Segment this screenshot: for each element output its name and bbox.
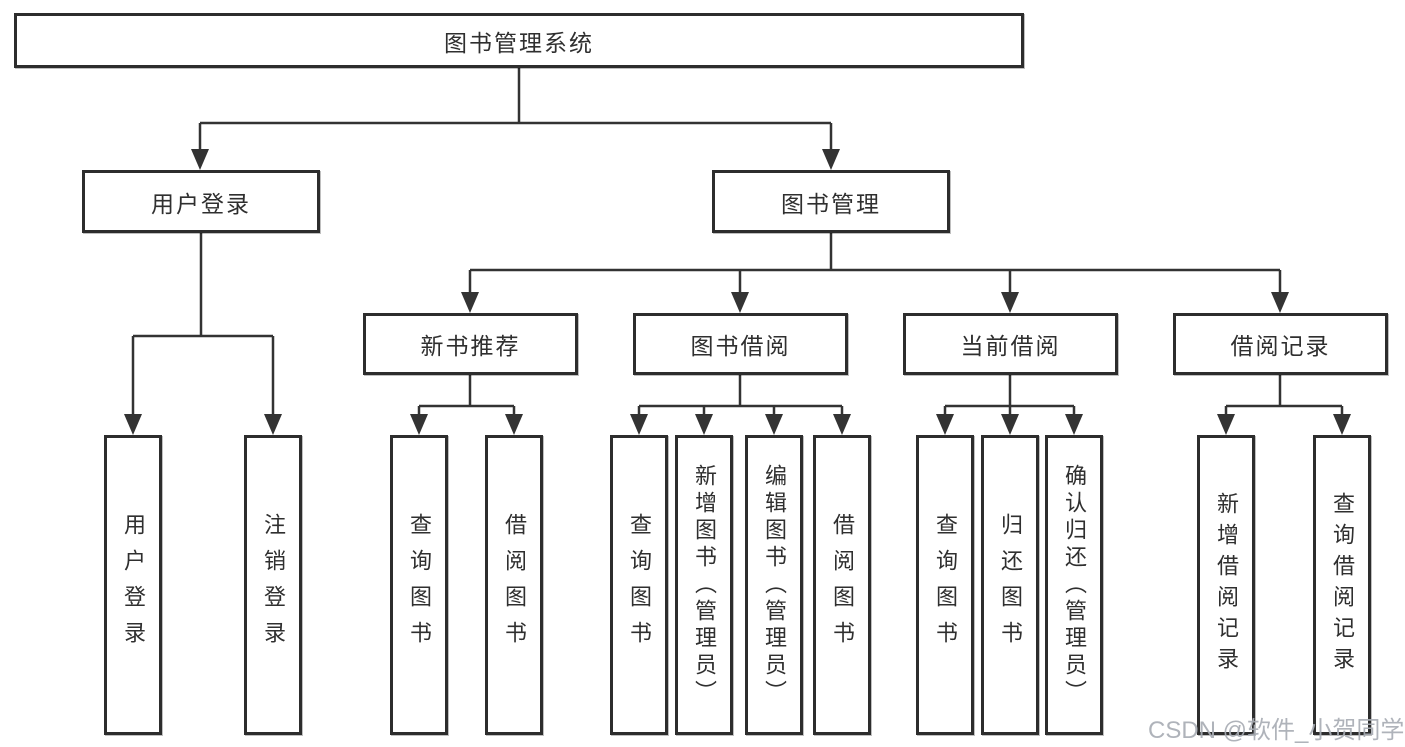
leaf-query-books-1: 查询图书 (390, 435, 448, 735)
watermark: CSDN @软件_小贺同学 (1148, 717, 1405, 744)
node-user-login: 用户登录 (82, 170, 320, 233)
node-borrow-records: 借阅记录 (1173, 313, 1388, 375)
leaf-borrow-books-2: 借阅图书 (813, 435, 871, 735)
leaf-logout: 注销登录 (244, 435, 302, 735)
node-root: 图书管理系统 (14, 13, 1024, 68)
leaf-query-books-2: 查询图书 (610, 435, 668, 735)
leaf-confirm-return-admin: 确认归还（管理员） (1045, 435, 1103, 735)
node-current-borrow: 当前借阅 (903, 313, 1118, 375)
leaf-query-books-3: 查询图书 (916, 435, 974, 735)
leaf-add-borrow-record: 新增借阅记录 (1197, 435, 1255, 735)
leaf-add-book-admin: 新增图书（管理员） (675, 435, 733, 735)
leaf-query-borrow-record: 查询借阅记录 (1313, 435, 1371, 735)
leaf-user-login: 用户登录 (104, 435, 162, 735)
node-book-management: 图书管理 (712, 170, 950, 233)
leaf-return-book: 归还图书 (981, 435, 1039, 735)
node-book-borrow: 图书借阅 (633, 313, 848, 375)
node-new-book-recommend: 新书推荐 (363, 313, 578, 375)
leaf-borrow-books-1: 借阅图书 (485, 435, 543, 735)
leaf-edit-book-admin: 编辑图书（管理员） (745, 435, 803, 735)
